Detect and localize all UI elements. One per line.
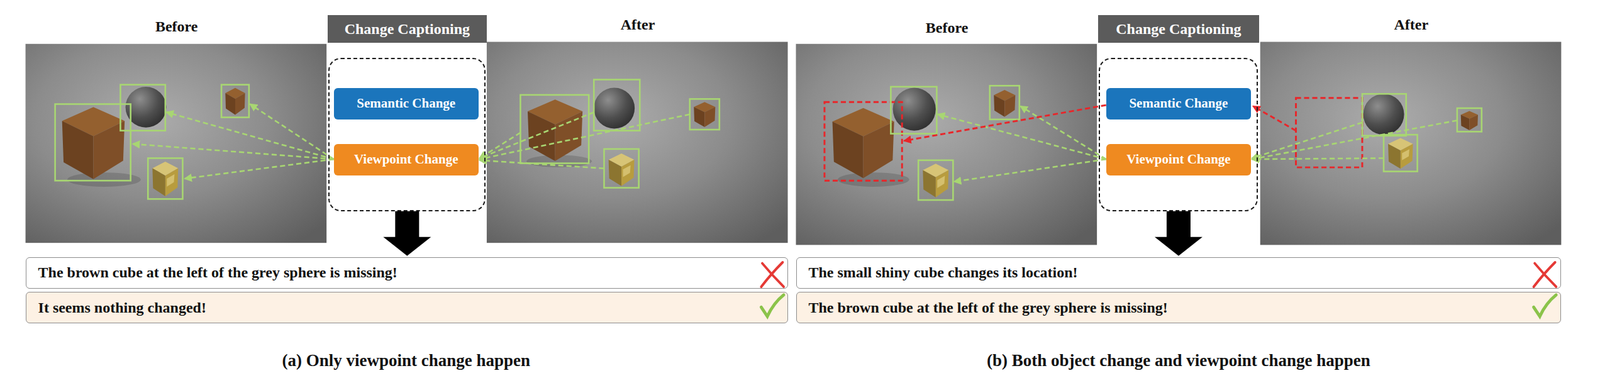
leader-line (132, 144, 334, 160)
after-image-b (1260, 42, 1562, 246)
object-box (55, 104, 131, 182)
object-boxes (520, 79, 719, 189)
leader-line (903, 105, 1106, 141)
panel-label: Before (155, 18, 199, 36)
panel-label: (b) Both object change and viewpoint cha… (986, 350, 1371, 370)
gold-cube (152, 161, 178, 197)
panel-label: (a) Only viewpoint change happen (281, 350, 531, 370)
caption-box: It seems nothing changed! (25, 291, 789, 324)
node-text: Viewpoint Change (354, 151, 459, 168)
leader-line (184, 159, 334, 179)
wrong-mark (1534, 263, 1556, 287)
brown-cube (832, 108, 895, 178)
grey-sphere (125, 86, 167, 128)
block-arrow (383, 211, 431, 256)
dashed-frame (328, 57, 486, 211)
object-box (989, 85, 1020, 120)
leader-line (937, 114, 1107, 160)
caption-box: The brown cube at the left of the grey s… (796, 291, 1562, 324)
image-ground (1260, 42, 1562, 246)
node-text: It seems nothing changed! (38, 299, 207, 317)
small-brown-cube (993, 89, 1016, 117)
node-text: Semantic Change (1128, 95, 1228, 112)
object-box (1362, 93, 1407, 136)
leader-line (1252, 157, 1384, 160)
leader-line (954, 159, 1107, 182)
node-text: Viewpoint Change (1126, 151, 1231, 168)
object-box (147, 157, 183, 199)
header-band: Change Captioning (327, 15, 487, 43)
caption-module: Change CaptioningSemantic ChangeViewpoin… (1098, 15, 1260, 212)
caption-box: The brown cube at the left of the grey s… (25, 257, 789, 289)
dashed-frame (1098, 57, 1258, 211)
shadow (837, 172, 910, 187)
gold-cube (608, 153, 635, 187)
object-box (520, 94, 589, 164)
leader-line (1252, 122, 1363, 159)
object-boxes (890, 85, 1019, 200)
object-box (689, 98, 720, 130)
object-box (593, 79, 640, 131)
leader-line (479, 114, 690, 160)
leader-line (479, 111, 595, 158)
caption-box: The small shiny cube changes its locatio… (796, 257, 1562, 289)
gold-cube (1388, 138, 1414, 170)
small-brown-cube (225, 88, 245, 116)
change-box: Semantic Change (333, 88, 479, 120)
brown-cube (62, 106, 125, 179)
node-text: Change Captioning (344, 20, 470, 38)
object-box (918, 160, 953, 200)
object-box (120, 84, 165, 131)
right-mark (1533, 294, 1557, 317)
small-brown-cube (693, 101, 716, 128)
caption-module: Change CaptioningSemantic ChangeViewpoin… (327, 15, 487, 212)
small-brown-cube (1461, 111, 1478, 131)
image-ground (25, 44, 328, 243)
before-image-b (796, 44, 1098, 246)
image-ground (486, 42, 789, 244)
change-box: Viewpoint Change (333, 144, 479, 176)
object-box (603, 149, 639, 189)
block-arrow (1154, 211, 1203, 256)
object-box (890, 86, 937, 134)
wrong-mark (761, 262, 783, 287)
grey-sphere (893, 88, 936, 131)
panel-label: After (1394, 15, 1429, 33)
marks (761, 262, 1556, 317)
object-boxes (1362, 93, 1482, 172)
node-text: Semantic Change (356, 95, 456, 112)
grey-sphere (593, 88, 635, 129)
image-ground (796, 44, 1098, 246)
leader-line (479, 132, 521, 159)
change-box: Viewpoint Change (1106, 144, 1251, 176)
node-text: The brown cube at the left of the grey s… (808, 299, 1168, 317)
object-box (221, 84, 250, 118)
right-mark (761, 294, 784, 317)
panel-label: After (620, 15, 656, 33)
leader-line (1252, 120, 1458, 160)
node-text: The small shiny cube changes its locatio… (808, 264, 1078, 282)
leader-line (479, 160, 605, 169)
wrong-mark (1533, 262, 1556, 287)
gold-cube (922, 163, 949, 197)
before-image-a (25, 44, 328, 243)
wrong-mark (762, 263, 784, 287)
node-text: The brown cube at the left of the grey s… (38, 264, 398, 282)
after-image-a (486, 42, 789, 244)
node-text: Change Captioning (1115, 20, 1241, 38)
change-box: Semantic Change (1106, 88, 1251, 120)
object-box (1457, 108, 1482, 132)
leader-line (250, 104, 334, 160)
brown-cube (527, 99, 583, 162)
object-boxes (55, 84, 250, 200)
leader-line (1020, 106, 1106, 160)
panel-label: Before (925, 18, 969, 36)
grey-sphere (1363, 93, 1405, 135)
leader-line (1252, 106, 1296, 131)
header-band: Change Captioning (1098, 15, 1260, 43)
object-box (1383, 134, 1418, 172)
